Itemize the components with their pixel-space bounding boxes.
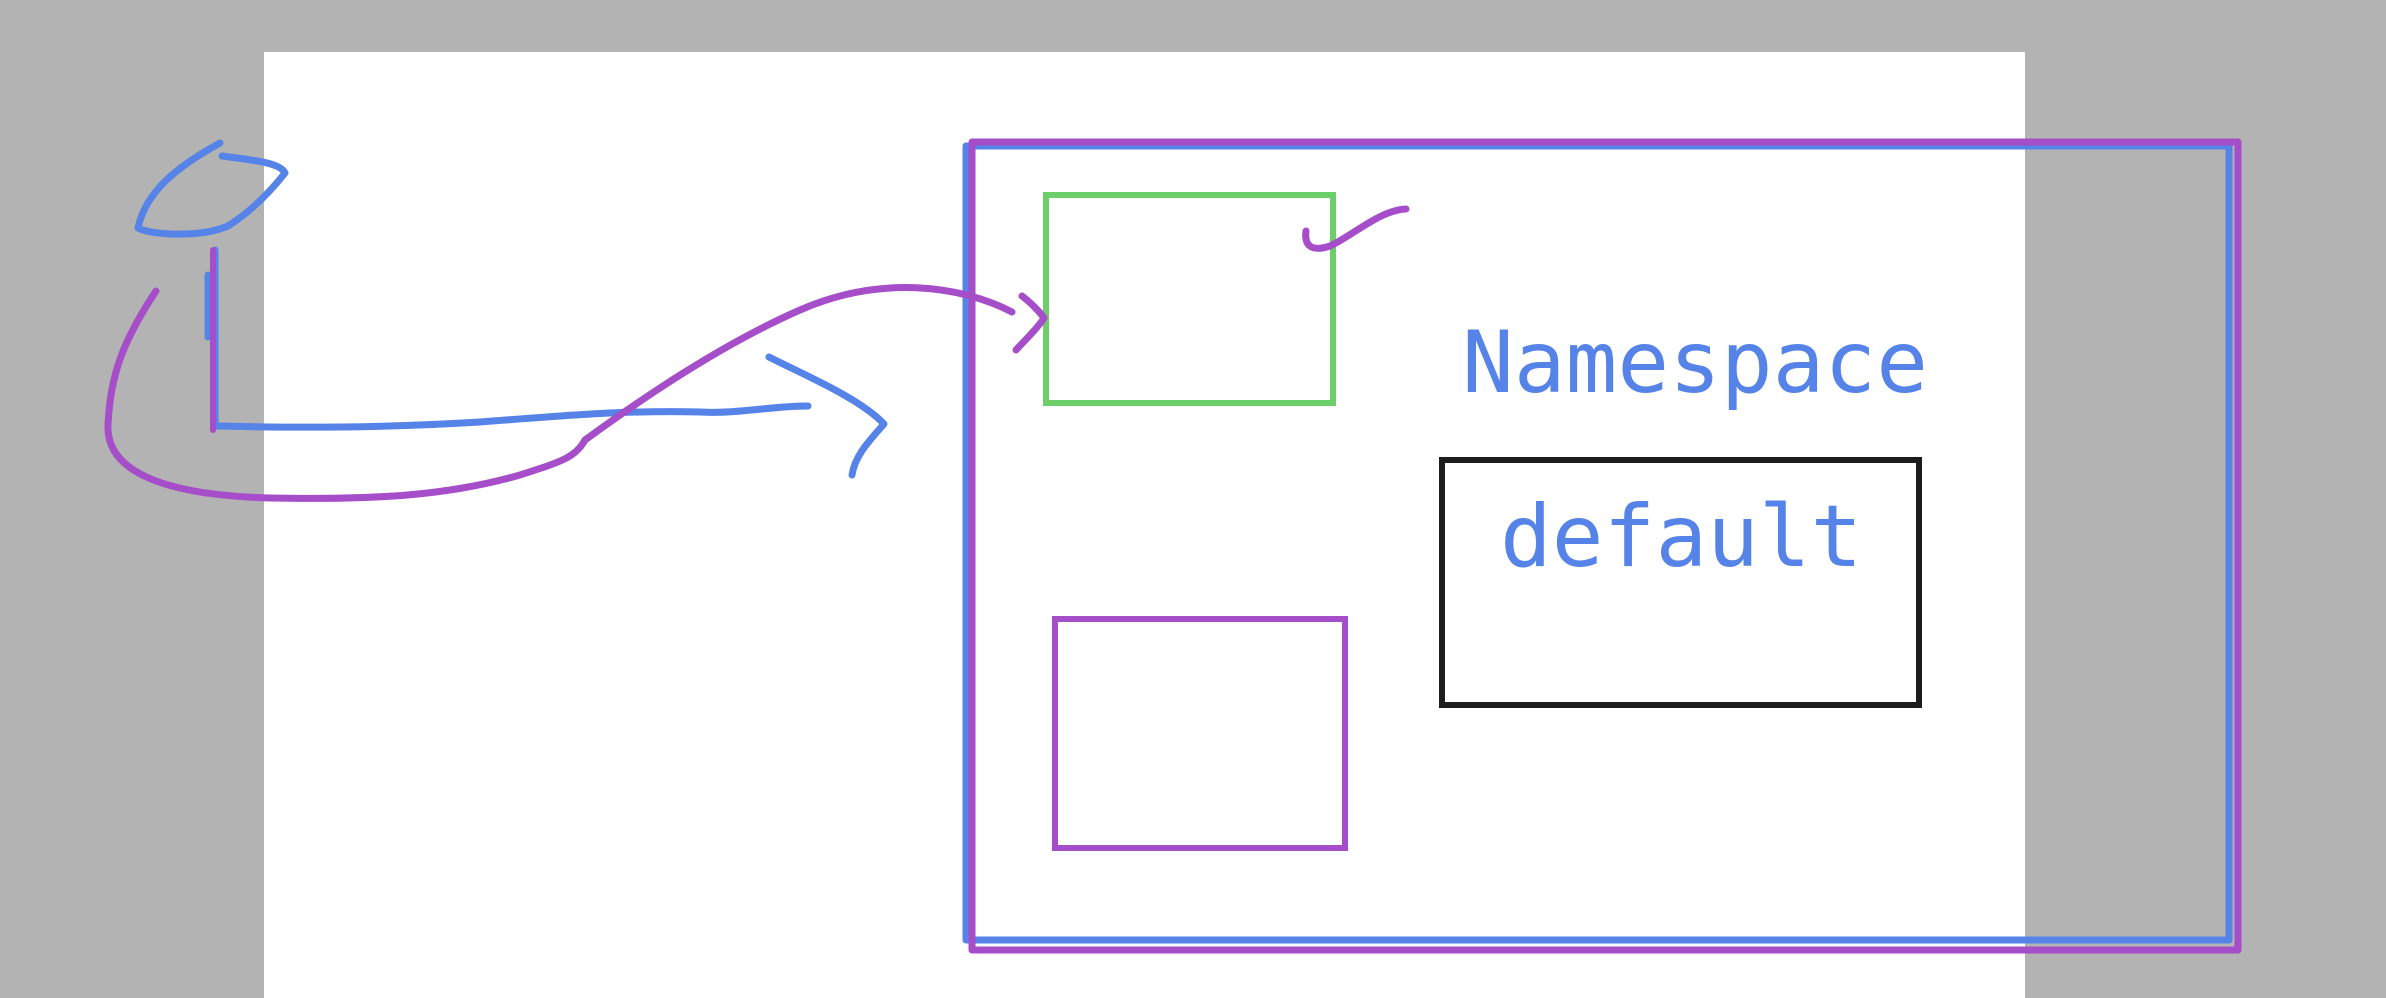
namespace-box-purple[interactable] [968, 138, 2242, 954]
blue-arrowhead-stroke [765, 353, 888, 479]
green-box[interactable] [1043, 192, 1336, 406]
namespace-box-blue[interactable] [962, 142, 2233, 944]
purple-curve-stroke [104, 284, 1016, 502]
purple-arrowhead-stroke [1012, 292, 1048, 354]
purple-squiggle-stroke [1302, 205, 1410, 252]
purple-box[interactable] [1052, 616, 1348, 851]
whiteboard-canvas[interactable] [264, 52, 2025, 998]
blue-head-stroke [134, 139, 289, 238]
blue-l-stroke [204, 246, 812, 431]
namespace-label: Namespace [1462, 313, 1928, 413]
default-box[interactable] [1439, 457, 1922, 708]
default-label: default [1500, 487, 1862, 587]
